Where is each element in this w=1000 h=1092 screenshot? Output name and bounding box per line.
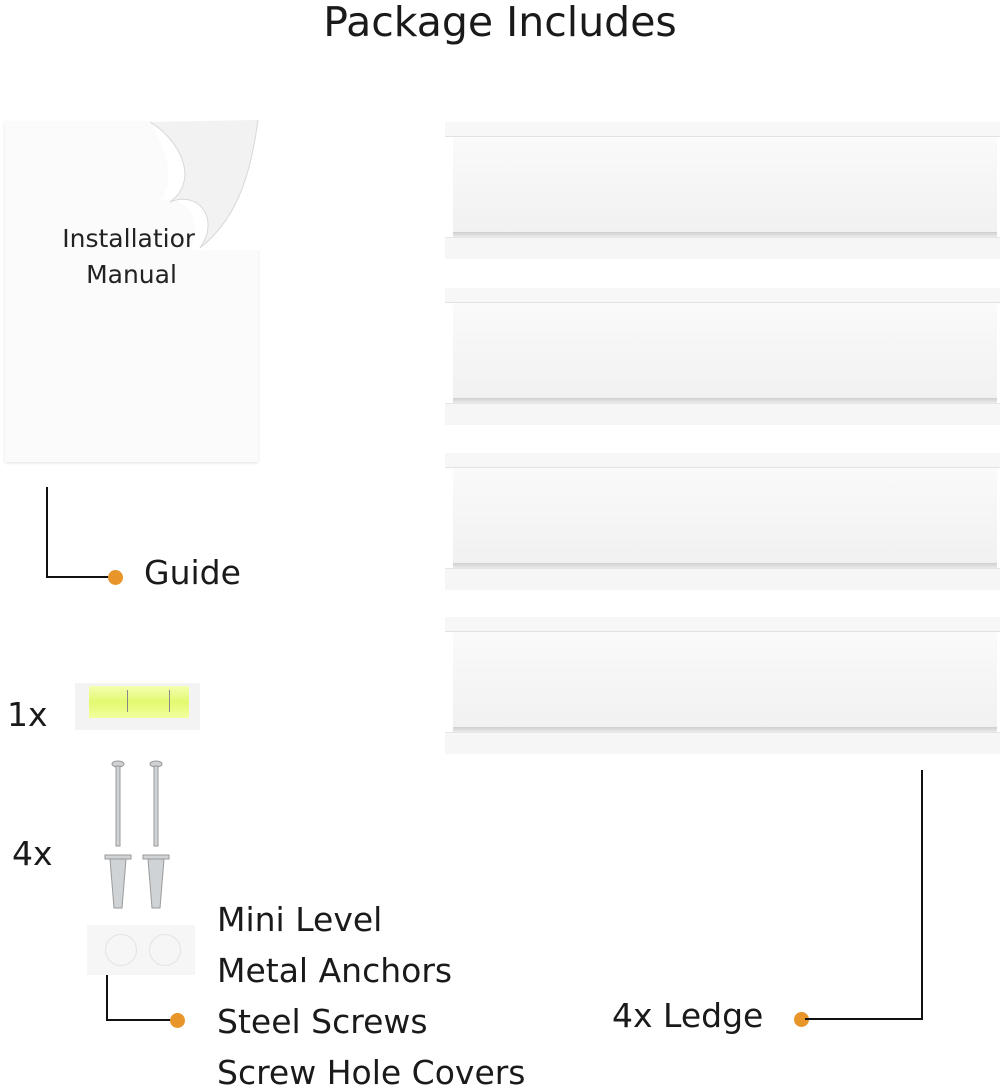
ledge-connector-line — [805, 1018, 923, 1020]
ledge-dot-icon — [794, 1012, 809, 1027]
hardware-item-mini-level: Mini Level — [217, 900, 383, 939]
level-quantity: 1x — [7, 695, 48, 734]
hardware-quantity: 4x — [12, 834, 53, 873]
page-curl-icon — [150, 120, 260, 250]
ledge-shelf-image — [445, 122, 1000, 259]
manual-title-line1: Installation — [62, 224, 201, 253]
manual-title-line2: Manual — [86, 260, 177, 289]
mini-level-image — [75, 683, 200, 730]
screws-and-anchors-icon — [104, 760, 170, 909]
hardware-item-screw-hole-covers: Screw Hole Covers — [217, 1053, 526, 1092]
hardware-connector-line — [106, 975, 108, 1021]
screw-hole-covers-image — [87, 925, 195, 975]
guide-connector-line — [46, 487, 48, 578]
ledge-connector-line — [921, 770, 923, 1020]
ledge-shelf-image — [445, 453, 1000, 590]
hardware-item-steel-screws: Steel Screws — [217, 1002, 428, 1041]
page-title: Package Includes — [323, 0, 677, 46]
guide-connector-line — [46, 576, 112, 578]
hardware-dot-icon — [170, 1013, 185, 1028]
guide-dot-icon — [108, 570, 123, 585]
guide-label: Guide — [144, 553, 241, 592]
installation-manual-image: Installation Manual — [5, 120, 260, 462]
ledge-label: 4x Ledge — [612, 996, 764, 1035]
ledge-shelf-image — [445, 617, 1000, 754]
ledge-shelf-image — [445, 288, 1000, 425]
hardware-item-metal-anchors: Metal Anchors — [217, 951, 453, 990]
hardware-connector-line — [106, 1019, 172, 1021]
